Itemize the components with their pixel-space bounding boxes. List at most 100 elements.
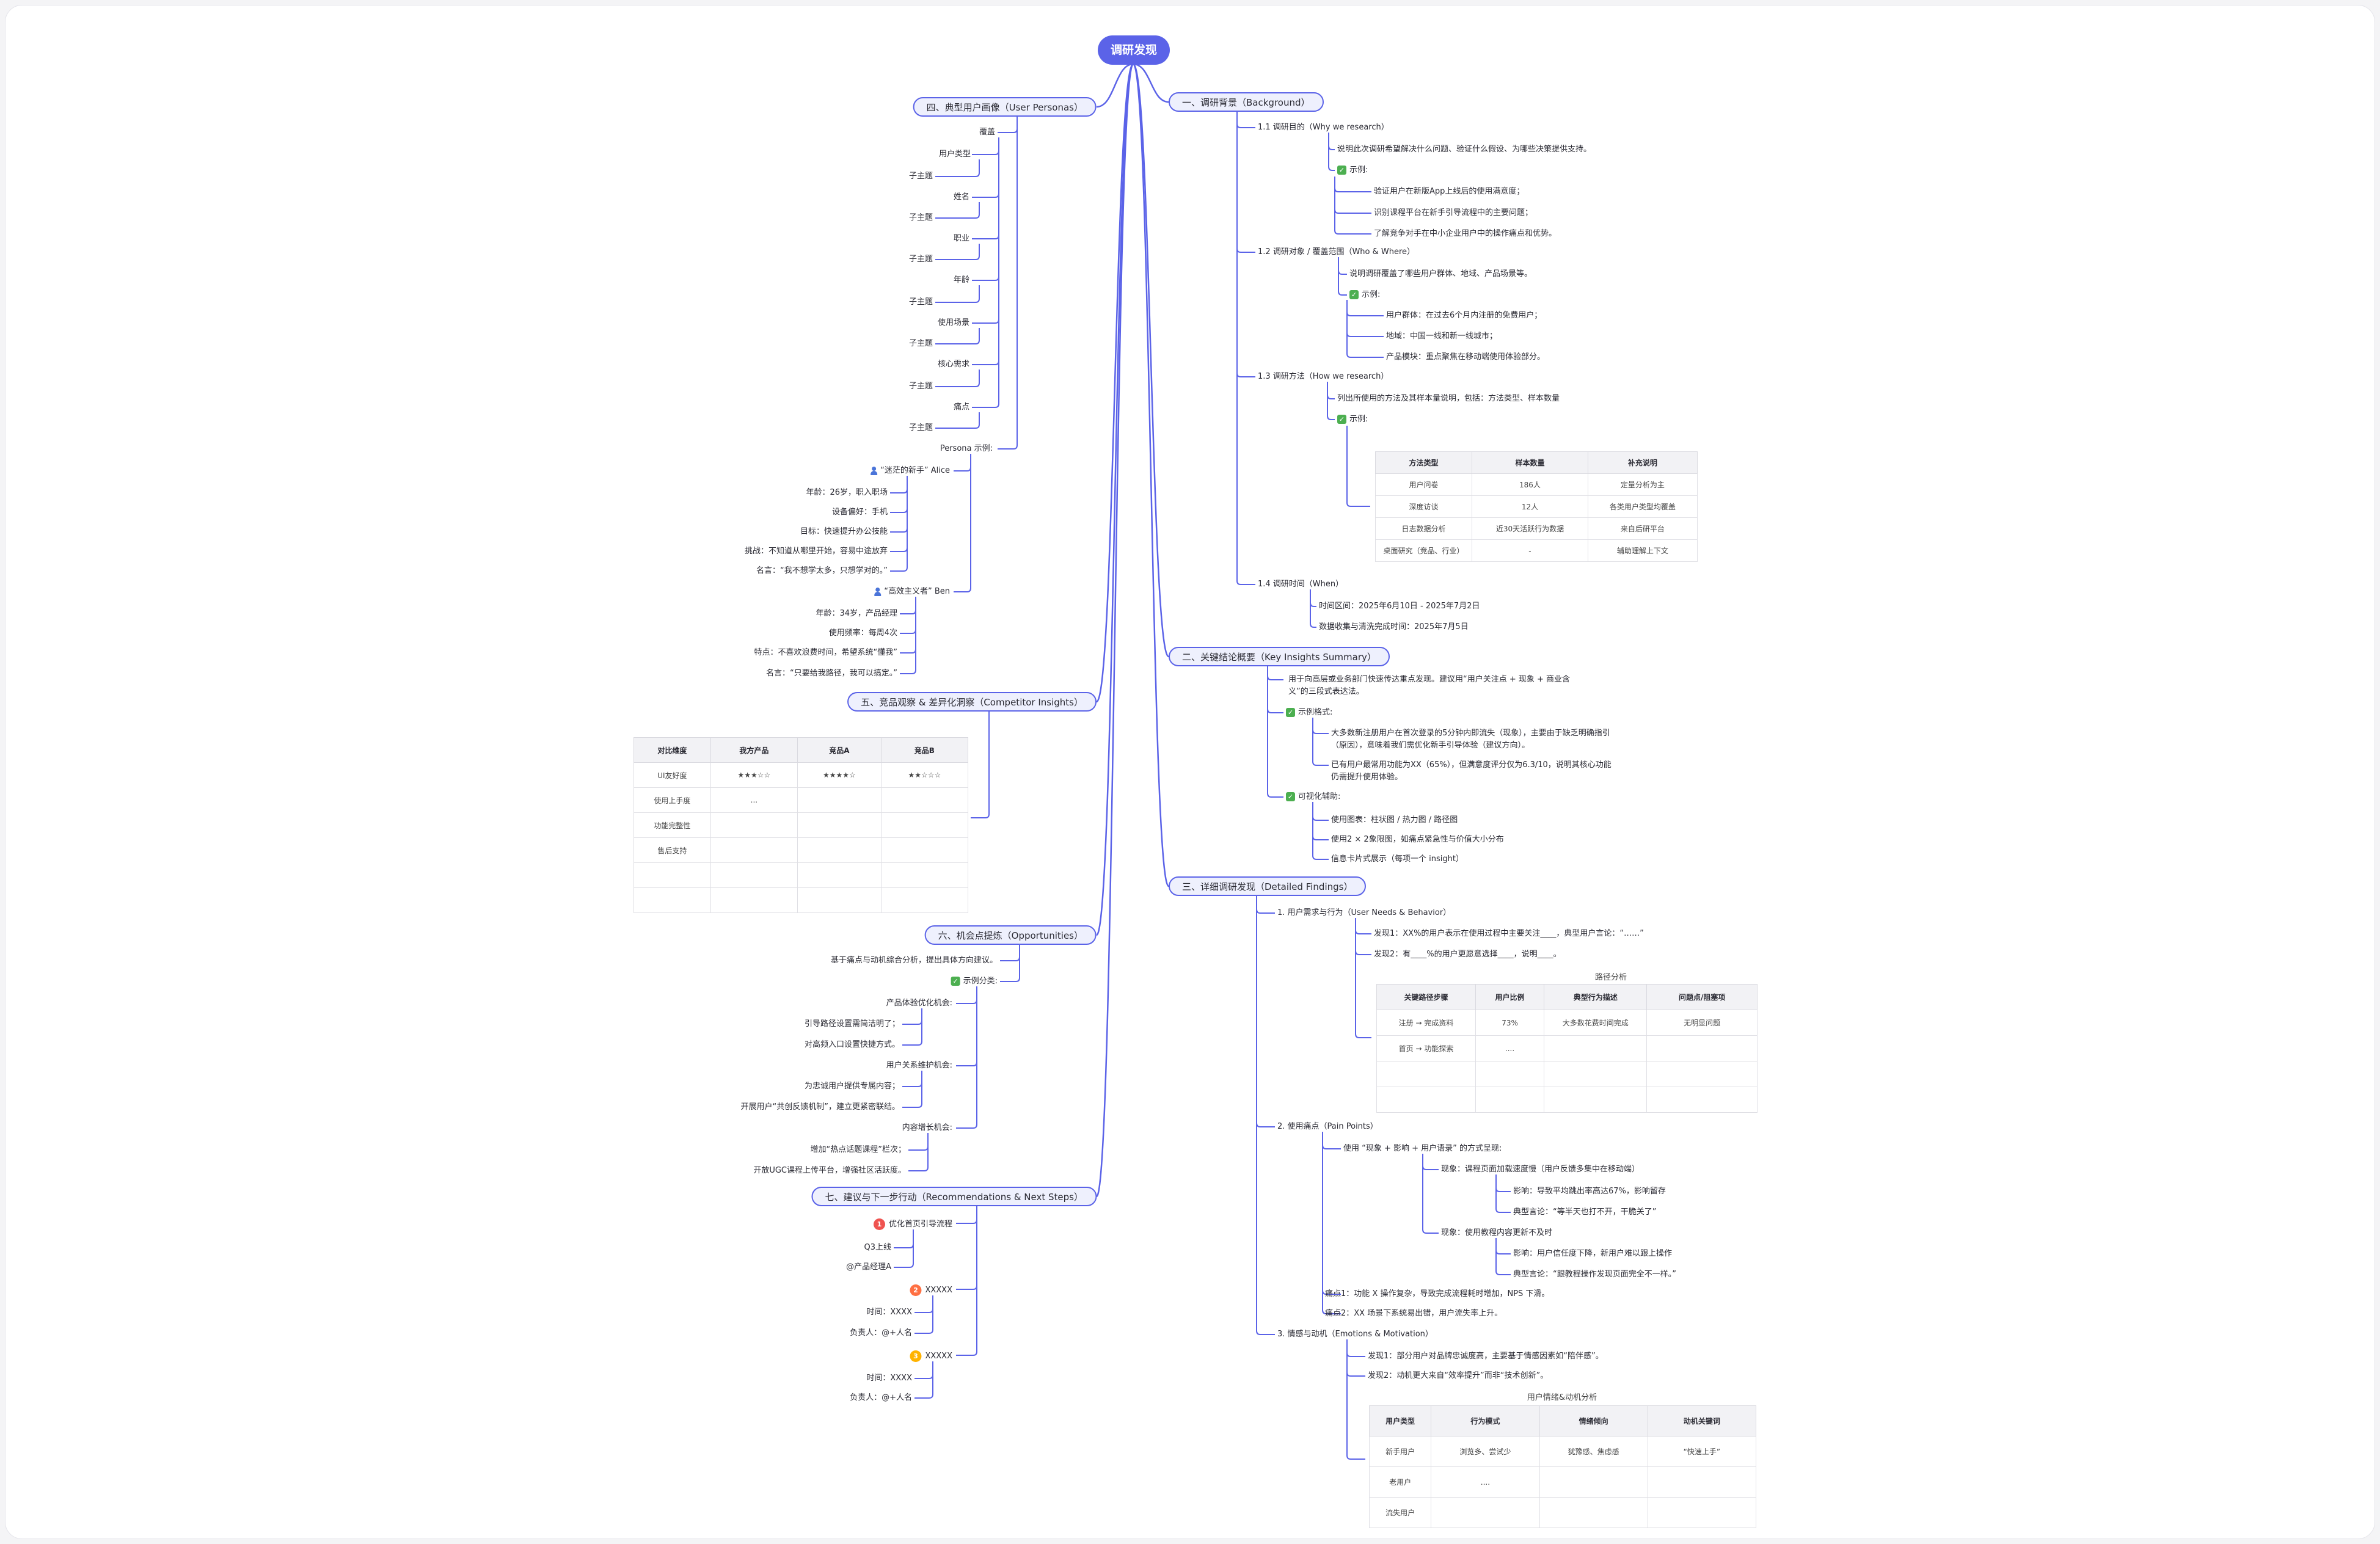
persona-subtopic[interactable]: 子主题 (908, 255, 933, 264)
table-cell[interactable] (880, 887, 969, 913)
node-2-visual[interactable]: ✓可视化辅助: (1286, 792, 1340, 802)
alice-goal[interactable]: 目标：快速提升办公技能 (800, 527, 888, 536)
table-cell[interactable]: 功能完整性 (633, 812, 711, 838)
node-3-1[interactable]: 1. 用户需求与行为（User Needs & Behavior） (1277, 908, 1451, 917)
table-cell[interactable]: “快速上手” (1647, 1436, 1757, 1467)
table-cell[interactable]: 浏览多、尝试少 (1431, 1436, 1540, 1467)
table-cell[interactable]: 大多数花费时间完成 (1544, 1010, 1648, 1036)
table-cell[interactable] (797, 887, 882, 913)
node-1-1-ex2[interactable]: 识别课程平台在新手引导流程中的主要问题； (1374, 208, 1533, 217)
table-cell[interactable] (710, 837, 798, 863)
node-3-1-f1[interactable]: 发现1：XX%的用户表示在使用过程中主要关注____，典型用户言论：“……” (1374, 929, 1644, 938)
node-1-4-range[interactable]: 时间区间：2025年6月10日 - 2025年7月2日 (1319, 602, 1480, 611)
alice-challenge[interactable]: 挑战：不知道从哪里开始，容易中途放弃 (744, 547, 888, 556)
table-cell[interactable]: 各类用户类型均覆盖 (1587, 495, 1698, 518)
table-cell[interactable] (1646, 1035, 1758, 1062)
node-1-1-ex1[interactable]: 验证用户在新版App上线后的使用满意度； (1374, 187, 1525, 196)
table-cell[interactable]: ... (710, 787, 798, 813)
section-detailed-findings[interactable]: 三、详细调研发现（Detailed Findings） (1169, 876, 1367, 896)
alice-age[interactable]: 年龄：26岁，职入职场 (806, 488, 888, 497)
opp-relation[interactable]: 用户关系维护机会: (886, 1061, 952, 1070)
node-1-4-done[interactable]: 数据收集与清洗完成时间：2025年7月5日 (1319, 622, 1469, 632)
table-cell[interactable] (880, 862, 969, 888)
persona-subtopic[interactable]: 子主题 (908, 172, 933, 181)
table-cell[interactable] (1475, 1087, 1545, 1113)
node-3-2-p1-quote[interactable]: 典型言论：“等半天也打不开，干脆关了” (1513, 1207, 1657, 1217)
rec-2-owner[interactable]: 负责人：@+人名 (850, 1328, 912, 1338)
persona-example-title[interactable]: Persona 示例: (940, 444, 993, 453)
section-key-insights[interactable]: 二、关键结论概要（Key Insights Summary） (1169, 647, 1390, 666)
node-3-2-pain1[interactable]: 痛点1：功能 X 操作复杂，导致完成流程耗时增加，NPS 下滑。 (1325, 1289, 1550, 1298)
persona-alice[interactable]: “迷茫的新手” Alice (870, 466, 950, 476)
table-cell[interactable] (880, 787, 969, 813)
opp-product-1[interactable]: 引导路径设置需简洁明了； (804, 1019, 900, 1029)
table-cell[interactable] (797, 862, 882, 888)
alice-device[interactable]: 设备偏好：手机 (831, 508, 888, 517)
persona-field-0-sub[interactable]: 用户类型 (938, 150, 971, 159)
table-cell[interactable] (1376, 1061, 1476, 1087)
persona-field-0[interactable]: 覆盖 (979, 128, 995, 137)
table-cell[interactable]: 新手用户 (1368, 1436, 1432, 1467)
opp-relation-1[interactable]: 为忠诚用户提供专属内容； (804, 1082, 900, 1091)
node-1-3[interactable]: 1.3 调研方法（How we research） (1258, 372, 1389, 381)
ben-age[interactable]: 年龄：34岁，产品经理 (816, 609, 897, 618)
table-cell[interactable]: 186人 (1472, 473, 1588, 496)
table-cell[interactable] (797, 837, 882, 863)
node-2-visual-2[interactable]: 使用2 × 2象限图，如痛点紧急性与价值大小分布 (1331, 835, 1504, 844)
table-cell[interactable]: 售后支持 (633, 837, 711, 863)
node-1-1-ex3[interactable]: 了解竞争对手在中小企业用户中的操作痛点和优势。 (1374, 229, 1557, 238)
table-cell[interactable]: .... (1431, 1466, 1540, 1498)
node-3-3[interactable]: 3. 情感与动机（Emotions & Motivation） (1277, 1330, 1433, 1339)
node-1-1-example[interactable]: ✓示例: (1337, 166, 1368, 175)
table-cell[interactable] (1544, 1061, 1648, 1087)
table-cell[interactable] (1646, 1087, 1758, 1113)
table-cell[interactable]: 用户问卷 (1374, 473, 1473, 496)
node-3-2-p1-impact[interactable]: 影响：导致平均跳出率高达67%，影响留存 (1513, 1187, 1666, 1196)
opp-content-2[interactable]: 开放UGC课程上传平台，增强社区活跃度。 (753, 1166, 906, 1175)
table-cell[interactable] (633, 862, 711, 888)
opp-relation-2[interactable]: 开展用户“共创反馈机制”，建立更紧密联结。 (740, 1102, 900, 1112)
node-3-2-p2-impact[interactable]: 影响：用户信任度下降，新用户难以跟上操作 (1513, 1249, 1673, 1258)
node-3-2[interactable]: 2. 使用痛点（Pain Points） (1277, 1122, 1378, 1131)
node-1-2-ex3[interactable]: 产品模块：重点聚焦在移动端使用体验部分。 (1386, 352, 1546, 362)
node-1-4[interactable]: 1.4 调研时间（When） (1258, 580, 1344, 589)
node-3-2-pain2[interactable]: 痛点2：XX 场景下系统易出错，用户流失率上升。 (1325, 1309, 1503, 1318)
table-cell[interactable]: 注册 → 完成资料 (1376, 1010, 1476, 1036)
table-cell[interactable]: .... (1475, 1035, 1545, 1062)
table-cell[interactable]: 犹豫感、焦虑感 (1539, 1436, 1648, 1467)
table-cell[interactable] (797, 787, 882, 813)
ben-frequency[interactable]: 使用频率：每周4次 (828, 628, 897, 638)
table-cell[interactable] (1539, 1497, 1648, 1528)
table-cell[interactable]: 辅助理解上下文 (1587, 539, 1698, 562)
table-cell[interactable]: 定量分析为主 (1587, 473, 1698, 496)
persona-field-needs[interactable]: 核心需求 (937, 360, 969, 369)
ben-quote[interactable]: 名言：“只要给我路径，我可以搞定。” (766, 669, 897, 678)
opp-example[interactable]: ✓示例分类: (951, 977, 998, 986)
rec-1-time[interactable]: Q3上线 (864, 1243, 891, 1252)
table-cell[interactable] (1647, 1497, 1757, 1528)
table-cell[interactable]: ★★☆☆☆ (880, 762, 969, 788)
table-cell[interactable] (1646, 1061, 1758, 1087)
node-1-1-desc[interactable]: 说明此次调研希望解决什么问题、验证什么假设、为哪些决策提供支持。 (1337, 145, 1592, 154)
persona-field-age[interactable]: 年龄 (953, 275, 969, 285)
table-cell[interactable] (880, 812, 969, 838)
table-cell[interactable]: ★★★☆☆ (710, 762, 798, 788)
table-cell[interactable] (880, 837, 969, 863)
table-cell[interactable] (797, 812, 882, 838)
table-cell[interactable]: 深度访谈 (1374, 495, 1473, 518)
section-personas[interactable]: 四、典型用户画像（User Personas） (913, 97, 1097, 117)
table-cell[interactable] (1647, 1466, 1757, 1498)
persona-ben[interactable]: “高效主义者” Ben (874, 587, 950, 597)
table-cell[interactable]: UI友好度 (633, 762, 711, 788)
table-cell[interactable] (1539, 1466, 1648, 1498)
node-3-1-f2[interactable]: 发现2：有____%的用户更愿意选择____，说明____。 (1374, 950, 1561, 959)
node-2-visual-3[interactable]: 信息卡片式展示（每项一个 insight） (1331, 854, 1464, 864)
section-opportunities[interactable]: 六、机会点提炼（Opportunities） (924, 925, 1097, 945)
node-3-3-f2[interactable]: 发现2：动机更大来自“效率提升”而非“技术创新”。 (1368, 1371, 1549, 1380)
node-2-format-1[interactable]: 大多数新注册用户在首次登录的5分钟内即流失（现象），主要由于缺乏明确指引 (1331, 729, 1610, 738)
alice-quote[interactable]: 名言：“我不想学太多，只想学对的。” (756, 566, 888, 575)
persona-subtopic[interactable]: 子主题 (908, 297, 933, 307)
